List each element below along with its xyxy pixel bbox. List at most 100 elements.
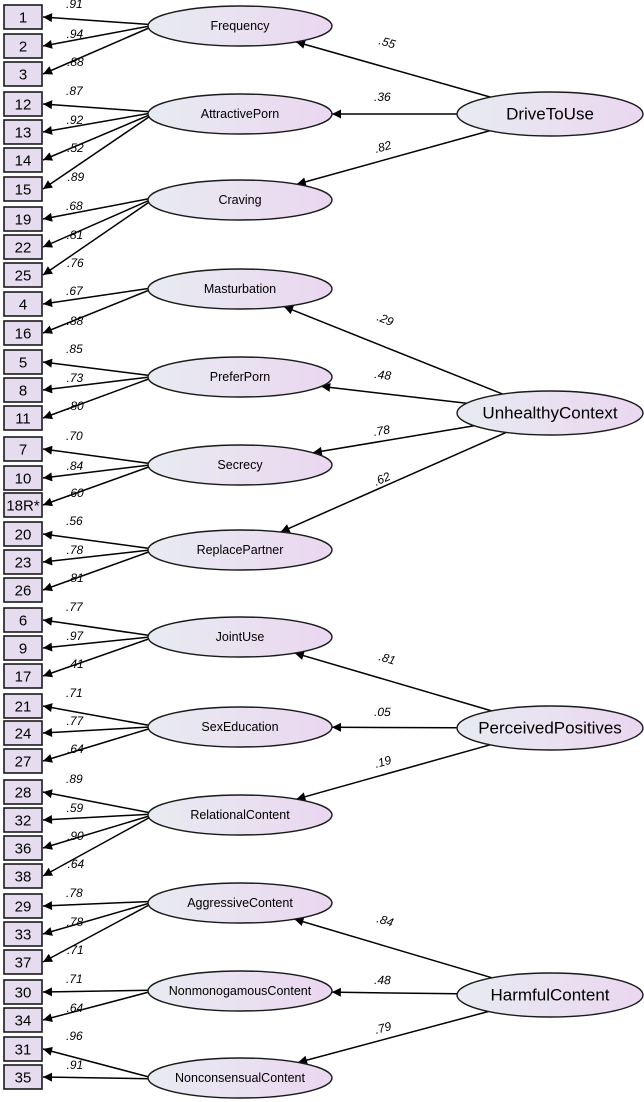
second-order-factor: DriveToUse bbox=[456, 91, 644, 137]
indicator-box-shape bbox=[3, 33, 43, 59]
path-UnhealthyContext-to-Masturbation bbox=[283, 305, 503, 395]
indicator-loading: .64 bbox=[67, 1001, 84, 1015]
indicator-loading: .71 bbox=[67, 943, 84, 957]
indicator-box: 24 bbox=[3, 720, 43, 746]
factor-label: SexEducation bbox=[201, 720, 278, 734]
indicator-box-shape bbox=[3, 1064, 43, 1090]
indicator-label: 31 bbox=[15, 1042, 32, 1059]
path-RelationalContent-to-item-38 bbox=[42, 816, 151, 877]
indicator-loading: .77 bbox=[66, 600, 84, 614]
indicator-label: 27 bbox=[15, 754, 32, 771]
path-SexEducation-to-item-27 bbox=[42, 727, 151, 763]
indicator-label: 6 bbox=[19, 613, 27, 630]
indicator-loading: .78 bbox=[67, 543, 84, 557]
indicator-box-shape bbox=[3, 521, 43, 547]
indicator-box-shape bbox=[3, 893, 43, 919]
path-AggressiveContent-to-item-29 bbox=[42, 900, 151, 911]
indicator-box: 36 bbox=[3, 835, 43, 861]
second-order-loading: .84 bbox=[375, 911, 395, 929]
indicator-box-shape bbox=[3, 921, 43, 947]
path-DriveToUse-to-Frequency bbox=[295, 40, 491, 98]
path-AttractivePorn-to-item-14 bbox=[42, 114, 151, 161]
indicator-box-shape bbox=[3, 748, 43, 774]
indicator-box-shape bbox=[3, 119, 43, 145]
indicator-box: 28 bbox=[3, 779, 43, 805]
factor-ellipse bbox=[147, 529, 333, 571]
indicator-loading: .67 bbox=[66, 284, 84, 298]
second-order-loading: .29 bbox=[375, 310, 396, 329]
indicator-box: 29 bbox=[3, 893, 43, 919]
indicator-box: 37 bbox=[3, 949, 43, 975]
indicator-label: 5 bbox=[19, 355, 27, 372]
indicator-box: 34 bbox=[3, 1007, 43, 1033]
path-Frequency-to-item-2 bbox=[42, 25, 151, 49]
second-order-factor: PerceivedPositives bbox=[456, 705, 644, 751]
indicator-box-shape bbox=[3, 1007, 43, 1033]
second-order-ellipse bbox=[456, 91, 644, 137]
path-HarmfulContent-to-AggressiveContent bbox=[294, 917, 493, 979]
factor-label: NonmonogamousContent bbox=[169, 984, 312, 998]
indicator-box-shape bbox=[3, 61, 43, 87]
indicator-box-shape bbox=[3, 91, 43, 117]
indicator-box-shape bbox=[3, 1036, 43, 1062]
indicator-box: 35 bbox=[3, 1064, 43, 1090]
factor-ellipse bbox=[147, 93, 333, 135]
factor-label: NonconsensualContent bbox=[175, 1071, 305, 1085]
indicator-loading: .87 bbox=[66, 84, 84, 98]
indicator-label: 20 bbox=[15, 527, 32, 544]
indicator-box: 2 bbox=[3, 33, 43, 59]
indicator-label: 28 bbox=[15, 785, 32, 802]
first-order-factor: Frequency bbox=[147, 5, 333, 47]
indicator-box: 11 bbox=[3, 405, 43, 431]
indicator-loading: .68 bbox=[66, 199, 83, 213]
indicator-loading: .41 bbox=[67, 657, 84, 671]
indicator-label: 30 bbox=[15, 985, 32, 1002]
indicator-loading: .84 bbox=[67, 459, 84, 473]
indicator-box-shape bbox=[3, 262, 43, 288]
second-order-loading: .78 bbox=[372, 422, 391, 439]
indicator-loading: .94 bbox=[67, 27, 84, 41]
indicator-box: 20 bbox=[3, 521, 43, 547]
indicator-label: 35 bbox=[15, 1070, 32, 1087]
indicator-loading: .77 bbox=[67, 714, 85, 728]
path-PreferPorn-to-item-5 bbox=[42, 358, 151, 377]
path-RelationalContent-to-item-28 bbox=[42, 789, 151, 814]
indicator-box: 30 bbox=[3, 979, 43, 1005]
indicator-box: 32 bbox=[3, 807, 43, 833]
indicator-loading: .91 bbox=[66, 0, 83, 11]
path-RelationalContent-to-item-32 bbox=[42, 813, 151, 825]
path-NonconsensualContent-to-item-35 bbox=[42, 1072, 151, 1082]
indicator-box: 4 bbox=[3, 291, 43, 317]
indicator-box: 31 bbox=[3, 1036, 43, 1062]
path-AttractivePorn-to-item-13 bbox=[42, 112, 151, 135]
path-AttractivePorn-to-item-15 bbox=[42, 115, 151, 190]
indicator-loading: .78 bbox=[66, 886, 83, 900]
indicator-loading: .96 bbox=[66, 1029, 83, 1043]
indicator-loading: .91 bbox=[67, 1058, 84, 1072]
indicator-box-shape bbox=[3, 436, 43, 462]
first-order-factor: Masturbation bbox=[147, 268, 333, 310]
indicator-box: 16 bbox=[3, 320, 43, 346]
factor-ellipse bbox=[147, 882, 333, 924]
path-AggressiveContent-to-item-37 bbox=[42, 903, 151, 963]
indicator-box: 22 bbox=[3, 234, 43, 260]
factor-ellipse bbox=[147, 706, 333, 748]
path-Craving-to-item-19 bbox=[42, 197, 151, 222]
factor-ellipse bbox=[147, 970, 333, 1012]
factor-label: AggressiveContent bbox=[187, 896, 293, 910]
path-Secrecy-to-item-10 bbox=[42, 464, 151, 482]
factor-label: AttractivePorn bbox=[201, 107, 280, 121]
indicator-box-shape bbox=[3, 863, 43, 889]
path-AttractivePorn-to-item-12 bbox=[42, 100, 151, 113]
path-Frequency-to-item-3 bbox=[42, 26, 151, 75]
indicator-loading: .64 bbox=[68, 857, 85, 871]
first-order-factor: JointUse bbox=[147, 616, 333, 658]
first-order-factor: AggressiveContent bbox=[147, 882, 333, 924]
factor-label: Craving bbox=[218, 193, 261, 207]
indicator-box: 21 bbox=[3, 693, 43, 719]
path-HarmfulContent-to-NonconsensualContent bbox=[297, 1010, 489, 1065]
path-JointUse-to-item-17 bbox=[42, 637, 151, 678]
indicator-box: 13 bbox=[3, 119, 43, 145]
second-order-ellipse bbox=[456, 972, 644, 1018]
path-UnhealthyContext-to-PreferPorn bbox=[321, 382, 467, 405]
